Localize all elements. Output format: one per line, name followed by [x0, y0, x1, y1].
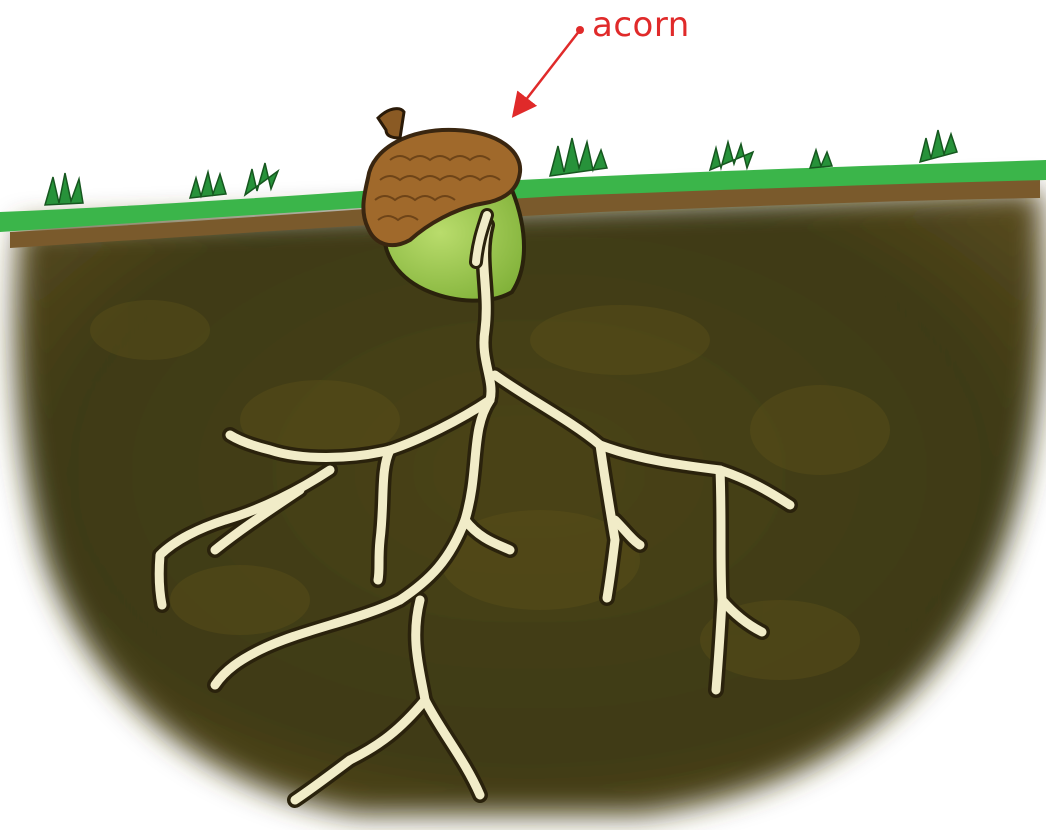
- soil-cross-section: [15, 190, 1043, 815]
- acorn-pointer-line: [518, 30, 580, 110]
- acorn-annotation: acorn: [518, 5, 690, 110]
- acorn-label: acorn: [592, 5, 690, 45]
- acorn-stem: [378, 109, 404, 138]
- acorn-pointer-dot: [576, 26, 584, 34]
